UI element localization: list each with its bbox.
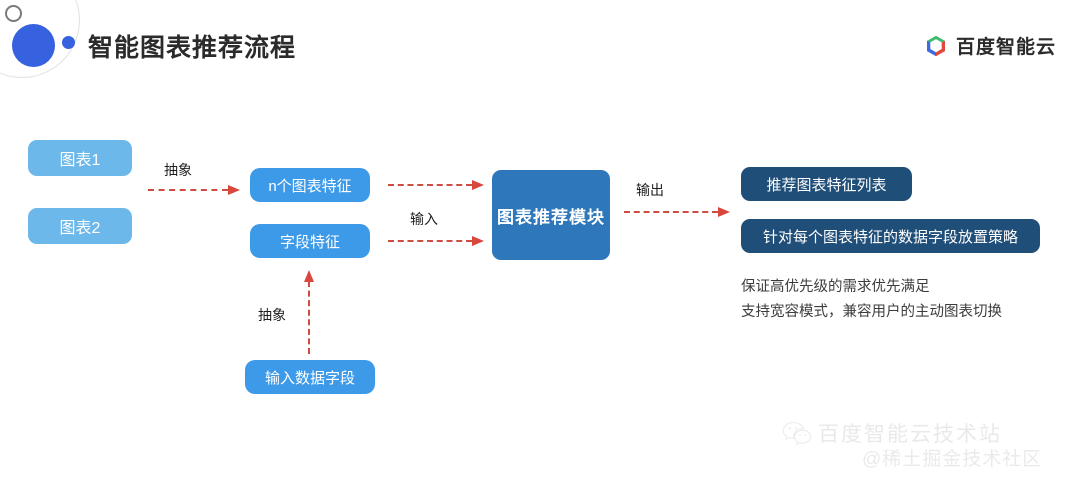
arrow-data-input-to-field-features [304, 270, 315, 354]
arrow-sources-to-features [148, 185, 240, 196]
flow-node-label: 图表1 [59, 152, 101, 169]
small-blue-circle-decoration-icon [62, 36, 75, 49]
flow-node-label: 输入数据字段 [264, 369, 355, 387]
arrow-label-abstract-top: 抽象 [164, 162, 192, 178]
arrow-chart-features-to-module [388, 180, 484, 191]
arrow-head [228, 185, 240, 195]
flow-node-label: 图表2 [59, 220, 101, 237]
arrow-label-output: 输出 [636, 182, 664, 198]
page-title: 智能图表推荐流程 [88, 34, 297, 62]
blue-circle-decoration-icon [12, 24, 55, 67]
note-line-tolerant-mode: 支持宽容模式，兼容用户的主动图表切换 [741, 304, 1002, 320]
arrow-shaft [388, 240, 472, 242]
baidu-cloud-hexagon-logo-icon [926, 35, 945, 56]
arrow-head [304, 270, 314, 282]
note-line-priority: 保证高优先级的需求优先满足 [741, 279, 930, 295]
arrow-module-to-outputs [624, 207, 730, 218]
watermark-line-2: @稀土掘金技术社区 [862, 449, 1043, 470]
arrow-shaft [624, 211, 718, 213]
arrow-label-abstract-bottom: 抽象 [258, 307, 286, 323]
arrow-shaft [308, 281, 310, 354]
flow-node-recommendation-module[interactable]: 图表推荐模块 [492, 170, 610, 260]
flow-node-label: 针对每个图表特征的数据字段放置策略 [762, 228, 1018, 246]
flow-node-field-features[interactable]: 字段特征 [250, 224, 370, 258]
flow-node-chart-features[interactable]: n个图表特征 [250, 168, 370, 202]
arrow-head [718, 207, 730, 217]
flow-node-label: 图表推荐模块 [497, 207, 605, 227]
flow-node-source-chart2[interactable]: 图表2 [28, 208, 132, 244]
arrow-shaft [388, 184, 472, 186]
ring-outline-decoration-icon [5, 5, 22, 22]
flow-node-label: n个图表特征 [268, 177, 352, 195]
flow-node-output-field-placement-strategy[interactable]: 针对每个图表特征的数据字段放置策略 [741, 219, 1040, 253]
arrow-field-features-to-module [388, 236, 484, 247]
flow-node-data-input-fields[interactable]: 输入数据字段 [245, 360, 375, 394]
brand-logo: 百度智能云 [924, 32, 1056, 59]
flow-node-label: 字段特征 [279, 233, 340, 251]
watermark-line-1: 百度智能云技术站 [818, 423, 1002, 446]
watermark: 百度智能云技术站 @稀土掘金技术社区 [782, 418, 1072, 480]
wechat-icon [782, 421, 812, 446]
brand-name: 百度智能云 [955, 37, 1056, 58]
flow-node-source-chart1[interactable]: 图表1 [28, 140, 132, 176]
arrow-head [472, 180, 484, 190]
arrow-shaft [148, 189, 228, 191]
arrow-label-input: 输入 [410, 211, 438, 227]
flow-node-output-feature-list[interactable]: 推荐图表特征列表 [741, 167, 912, 201]
arrow-head [472, 236, 484, 246]
flow-node-label: 推荐图表特征列表 [766, 176, 887, 194]
